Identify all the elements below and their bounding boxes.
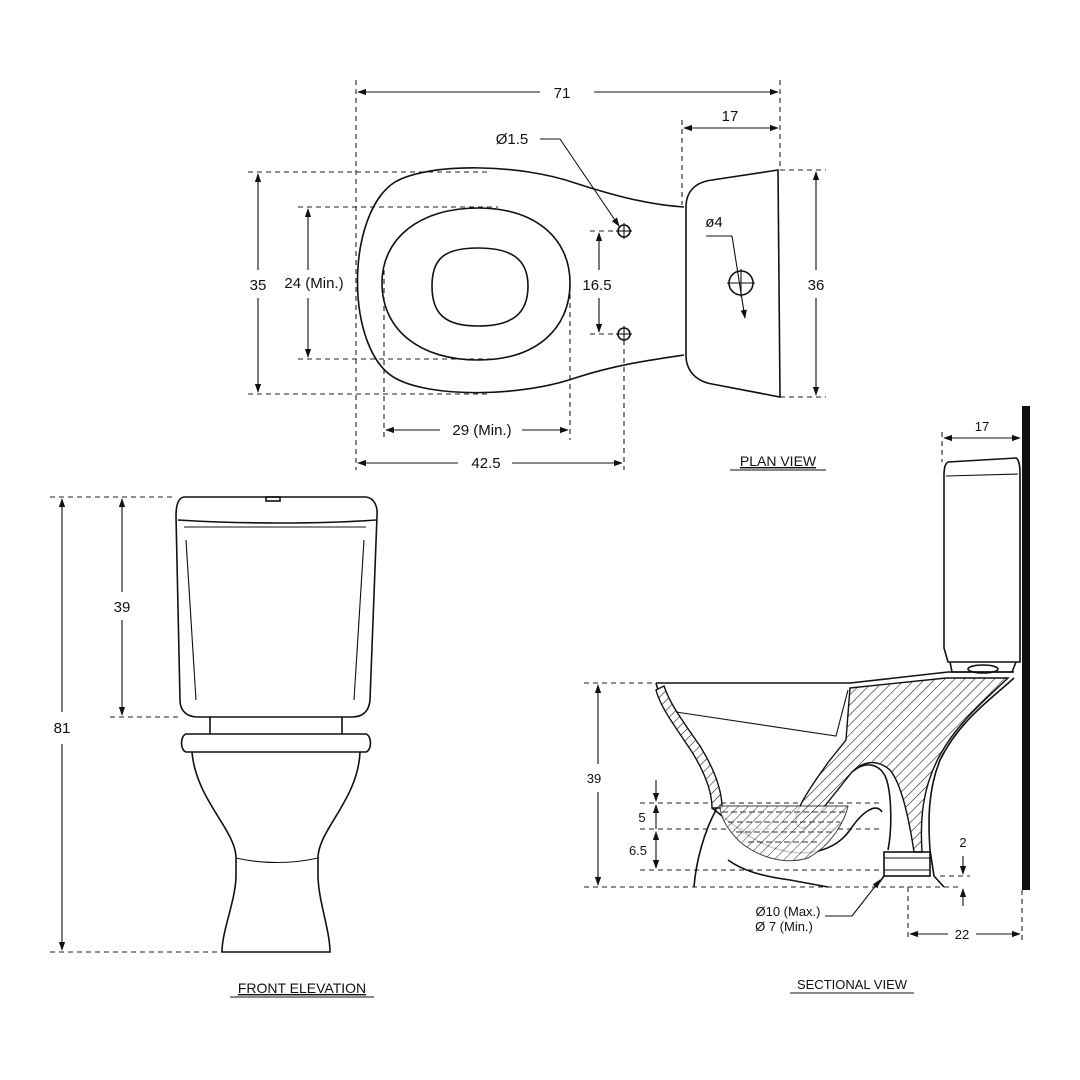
dim-outlet-min: Ø 7 (Min.) (755, 919, 813, 934)
section-tank (943, 457, 1021, 663)
front-seat (180, 733, 372, 753)
dim-bowl-width-min: 24 (Min.) (284, 275, 343, 292)
section-hatched-wall (655, 685, 723, 809)
front-elevation: 81 39 FRONT ELEVATION (50, 496, 378, 998)
dim-tank-width: 36 (808, 277, 825, 294)
plan-tank (685, 169, 781, 398)
dim-bowl-length: 42.5 (471, 455, 500, 472)
plan-seat-ring (381, 207, 571, 361)
dim-wall-offset: 22 (955, 927, 969, 942)
dim-overall-length: 71 (554, 85, 571, 102)
plan-view-title: PLAN VIEW (740, 453, 817, 469)
dim-overall-width: 35 (250, 277, 267, 294)
front-cistern (175, 496, 378, 718)
section-water (719, 805, 849, 862)
plan-bowl-opening (431, 247, 529, 327)
dim-pipe-dia: Ø1.5 (496, 131, 529, 148)
dim-water-seal: 5 (638, 810, 645, 825)
dim-tank-depth: 17 (722, 108, 739, 125)
plan-view: 71 17 Ø1.5 ø4 16.5 35 24 (Min.) 36 29 (M… (248, 80, 826, 472)
dim-front-tank-height: 39 (114, 599, 131, 616)
front-pedestal (191, 751, 361, 953)
sectional-view-title: SECTIONAL VIEW (797, 977, 908, 992)
dim-bowl-length-min: 29 (Min.) (452, 422, 511, 439)
front-elevation-title: FRONT ELEVATION (238, 980, 366, 996)
dim-hole-spacing: 16.5 (582, 277, 611, 294)
sectional-view: 17 39 5 6.5 2 Ø10 (Max.) Ø 7 (Min.) 22 S… (584, 406, 1030, 994)
dim-trap-depth: 6.5 (629, 843, 647, 858)
dim-overall-height: 81 (54, 720, 71, 737)
dim-rim-height: 39 (587, 771, 601, 786)
section-outlet (883, 851, 931, 877)
dim-inlet-dia: ø4 (705, 214, 723, 231)
dim-outlet-height: 2 (959, 835, 966, 850)
wall (1022, 406, 1030, 890)
dim-section-tank-depth: 17 (975, 419, 989, 434)
plan-bowl-outline (356, 167, 685, 394)
dim-outlet-max: Ø10 (Max.) (755, 904, 820, 919)
